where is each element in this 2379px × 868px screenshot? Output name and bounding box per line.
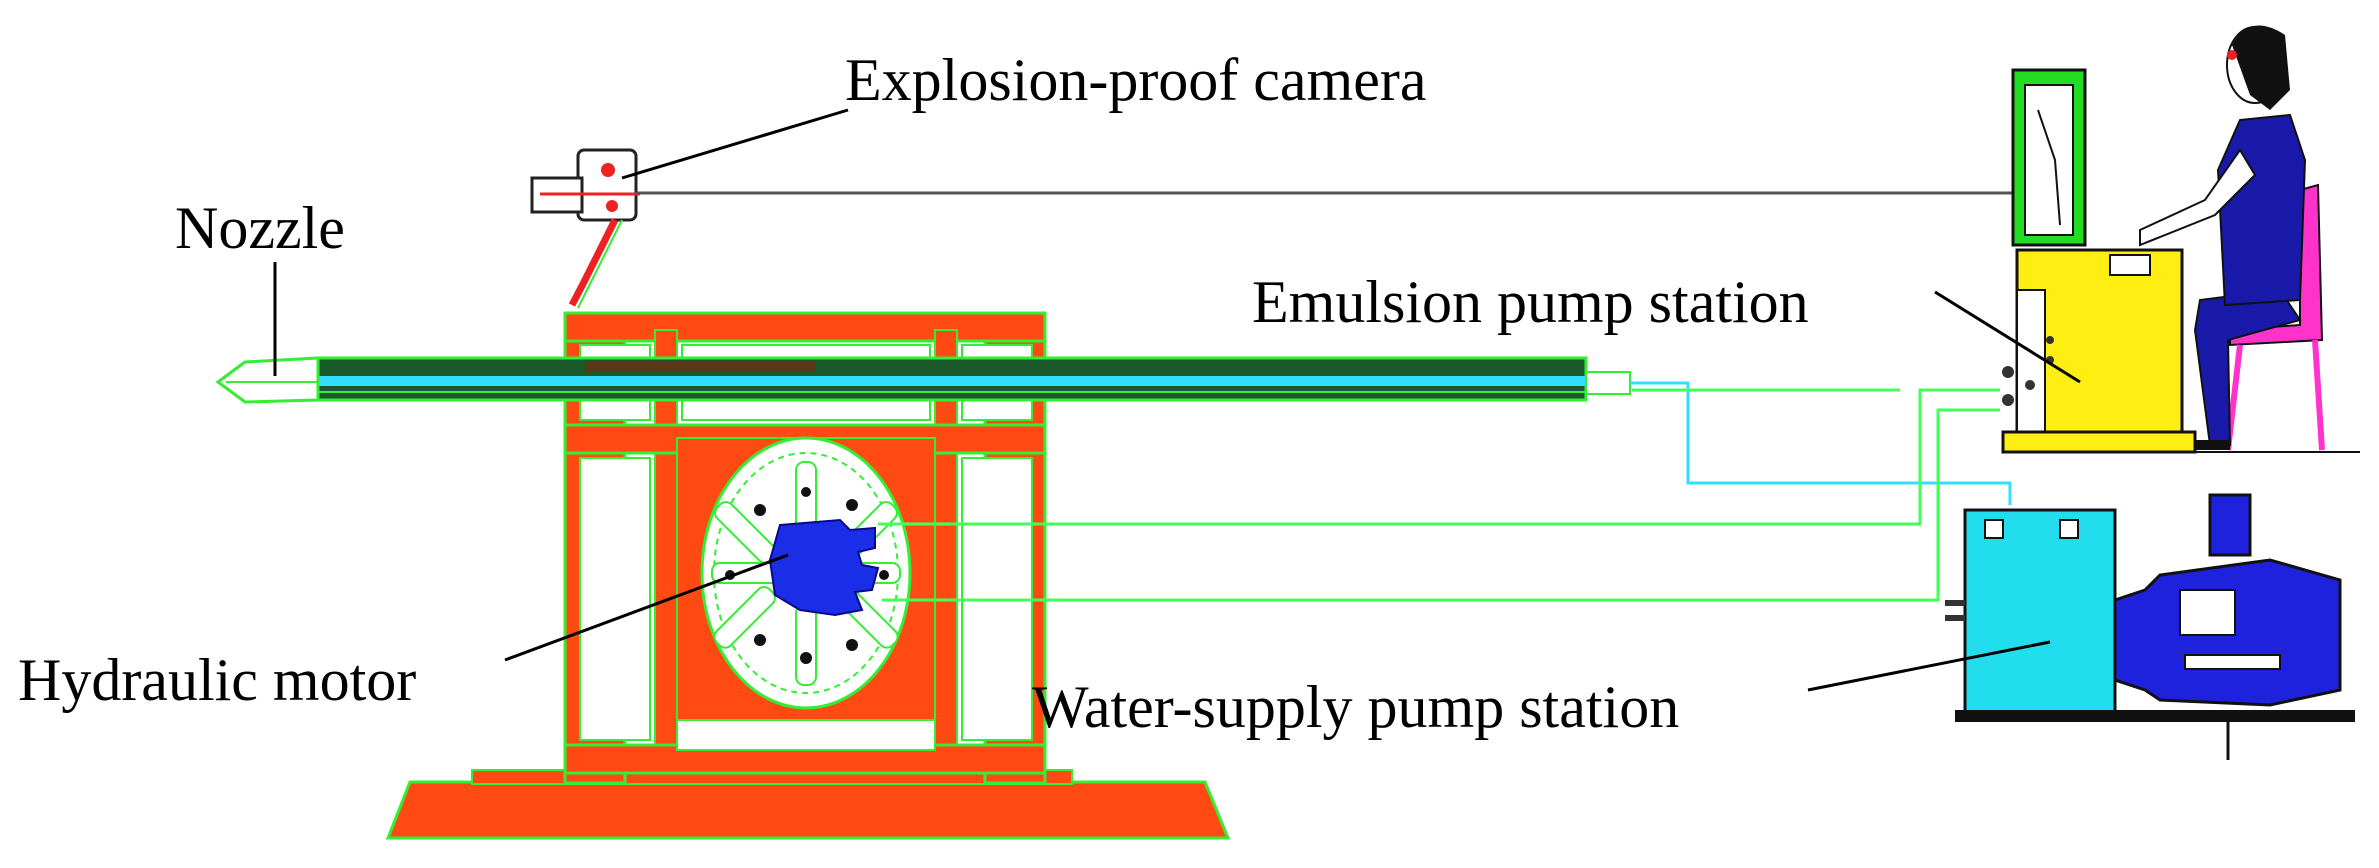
leader-emulsion <box>1934 290 2081 384</box>
hydraulic-hoses <box>878 388 2000 602</box>
operator-lamp <box>2227 50 2237 60</box>
water-pump-motor-window <box>2179 589 2236 636</box>
hydraulic-motor-assembly <box>700 436 912 710</box>
water-tank-handle-left <box>1984 519 2004 539</box>
frame-side-window-left <box>579 457 651 741</box>
water-tank-handle-right <box>2059 519 2079 539</box>
label-nozzle: Nozzle <box>175 195 345 261</box>
operator-figure <box>2139 25 2360 453</box>
leader-camera <box>621 108 849 180</box>
emulsion-cabinet-side <box>2016 289 2046 441</box>
operator-foot-left <box>2195 440 2230 450</box>
water-tank <box>1963 508 2117 717</box>
frame-lower-panel <box>676 719 936 751</box>
emulsion-cabinet-base <box>2001 430 2197 454</box>
label-hydraulic-motor: Hydraulic motor <box>18 647 416 713</box>
chair <box>2229 183 2324 347</box>
monitor-screen-detail <box>2037 109 2061 226</box>
camera-mount-arm-outline <box>577 219 623 309</box>
label-emulsion-pump-station: Emulsion pump station <box>1252 269 1809 335</box>
water-supply-line <box>1630 381 2012 505</box>
operator-arm <box>2139 148 2257 247</box>
motor-bolts <box>725 487 889 664</box>
operator-torso <box>2216 113 2307 307</box>
emulsion-valves <box>2002 336 2054 406</box>
emulsion-cabinet-lid <box>2109 254 2151 276</box>
operator-legs <box>2193 288 2302 446</box>
camera-detail-2 <box>606 200 618 212</box>
leader-motor <box>504 553 789 662</box>
motor-core <box>768 518 880 617</box>
camera-body <box>576 148 638 222</box>
leader-water <box>1807 640 2051 692</box>
explosion-proof-camera <box>530 148 640 309</box>
camera-mount-arm <box>568 218 619 307</box>
water-pump-skid <box>1955 710 2355 722</box>
emulsion-pump-station <box>2001 68 2197 454</box>
operator-hair <box>2232 25 2290 110</box>
frame-base-skid <box>385 780 1231 840</box>
water-tank-valves <box>1945 600 1965 621</box>
drill-rod-swivel <box>1585 371 1631 395</box>
nozzle-head <box>215 356 320 404</box>
water-supply-pump-station <box>1945 493 2355 760</box>
label-explosion-proof-camera: Explosion-proof camera <box>845 47 1426 113</box>
chair-legs <box>2225 339 2325 451</box>
frame-top-beam <box>563 311 1047 343</box>
label-water-supply-pump-station: Water-supply pump station <box>1032 674 1679 740</box>
water-pump-inlet <box>2208 493 2252 557</box>
water-pump-motor-panel <box>2184 654 2281 670</box>
monitor-screen <box>2024 84 2074 236</box>
drill-rod-highlight <box>585 362 815 372</box>
leader-lines <box>273 108 2081 692</box>
drill-rod-assembly <box>215 356 1631 404</box>
drill-rod-inner-water <box>318 376 1586 386</box>
camera-detail-1 <box>601 163 615 177</box>
